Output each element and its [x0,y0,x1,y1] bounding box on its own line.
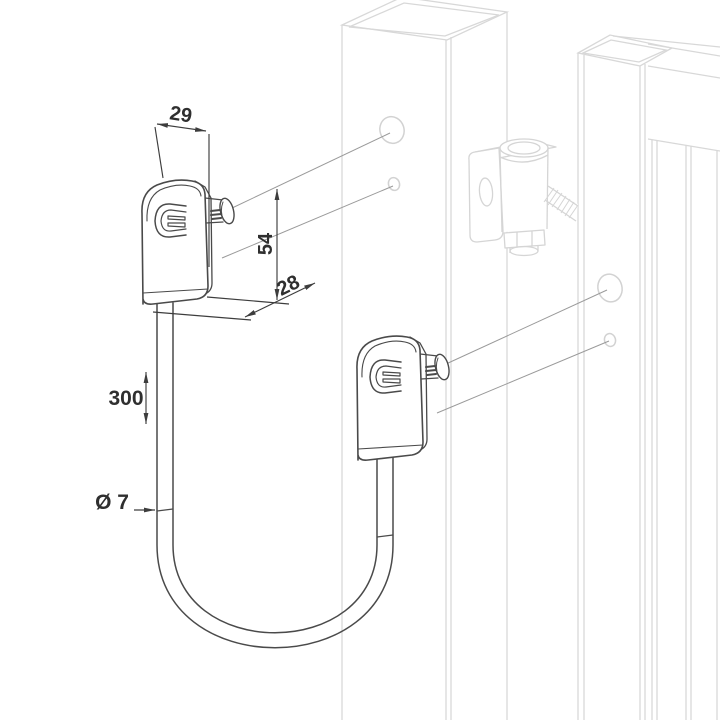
gate-frame [576,34,720,720]
hinge-barrel-left-edge [499,149,503,233]
dimension-width-29: 29 [154,102,210,267]
hinge-stub-cap [509,245,539,257]
dim-label-width: 29 [168,102,193,127]
hole-leader-lines [221,132,610,414]
hinge-barrel-right-edge [546,146,549,230]
hinge-barrel-collar [499,154,549,163]
hinge-nut-facets [516,231,533,247]
cable-outer-edge [156,302,394,649]
left-post-hole-small [387,176,401,192]
security-cable [156,302,394,649]
cable-joint-left [156,508,174,512]
gate-stile-top-rim-inner [580,39,669,63]
hinge-rod-bottom-edge [544,199,577,222]
hinge-barrel-top-bore [507,141,541,155]
dimensions: 29 54 28 300 Ø 7 [95,102,316,514]
dim-label-cable-diameter: Ø 7 [95,491,129,514]
leader-gate-hole-large [445,289,608,365]
left-post-top-rim-inner [348,2,500,37]
dim-label-height: 54 [255,232,277,255]
dimension-cable-diameter-7: Ø 7 [95,491,155,514]
gate-rail-top-front-edge [647,43,720,57]
dim-label-cable-length: 300 [108,387,143,410]
cable-inner-edge [172,302,378,634]
hinge-barrel-body [500,147,548,232]
dim-line [244,282,316,318]
dim-line [156,123,207,132]
ext-line [154,126,164,179]
gate-rail-front-top-edge [647,65,720,79]
gate-hole-large [597,273,623,303]
cable-lock-device-top [140,179,238,306]
cable-joint-right [376,534,394,538]
hinge-rod-threads [543,187,579,219]
ext-line [152,311,252,321]
hinge-nut [503,229,546,249]
dimension-cable-length-300: 300 [108,372,149,424]
dim-label-depth: 28 [274,271,304,301]
gate-rail-top-back-edge [612,35,720,48]
left-post [339,0,510,720]
leader-left-hole-small [221,185,394,259]
gate-rail-front-bottom-edge [647,138,720,152]
gate-hinge [468,138,579,257]
cable-lock-device-bottom [355,335,453,462]
leader-gate-hole-small [436,340,610,414]
hinge-bracket-slot [478,177,494,207]
leader-left-hole-large [229,132,391,210]
gate-hole-small [603,332,617,348]
hinge-bracket-face [468,147,504,243]
gate-stile-top-rim [576,34,674,67]
left-post-hole-large [379,115,405,145]
dimension-height-54: 54 [206,189,290,305]
